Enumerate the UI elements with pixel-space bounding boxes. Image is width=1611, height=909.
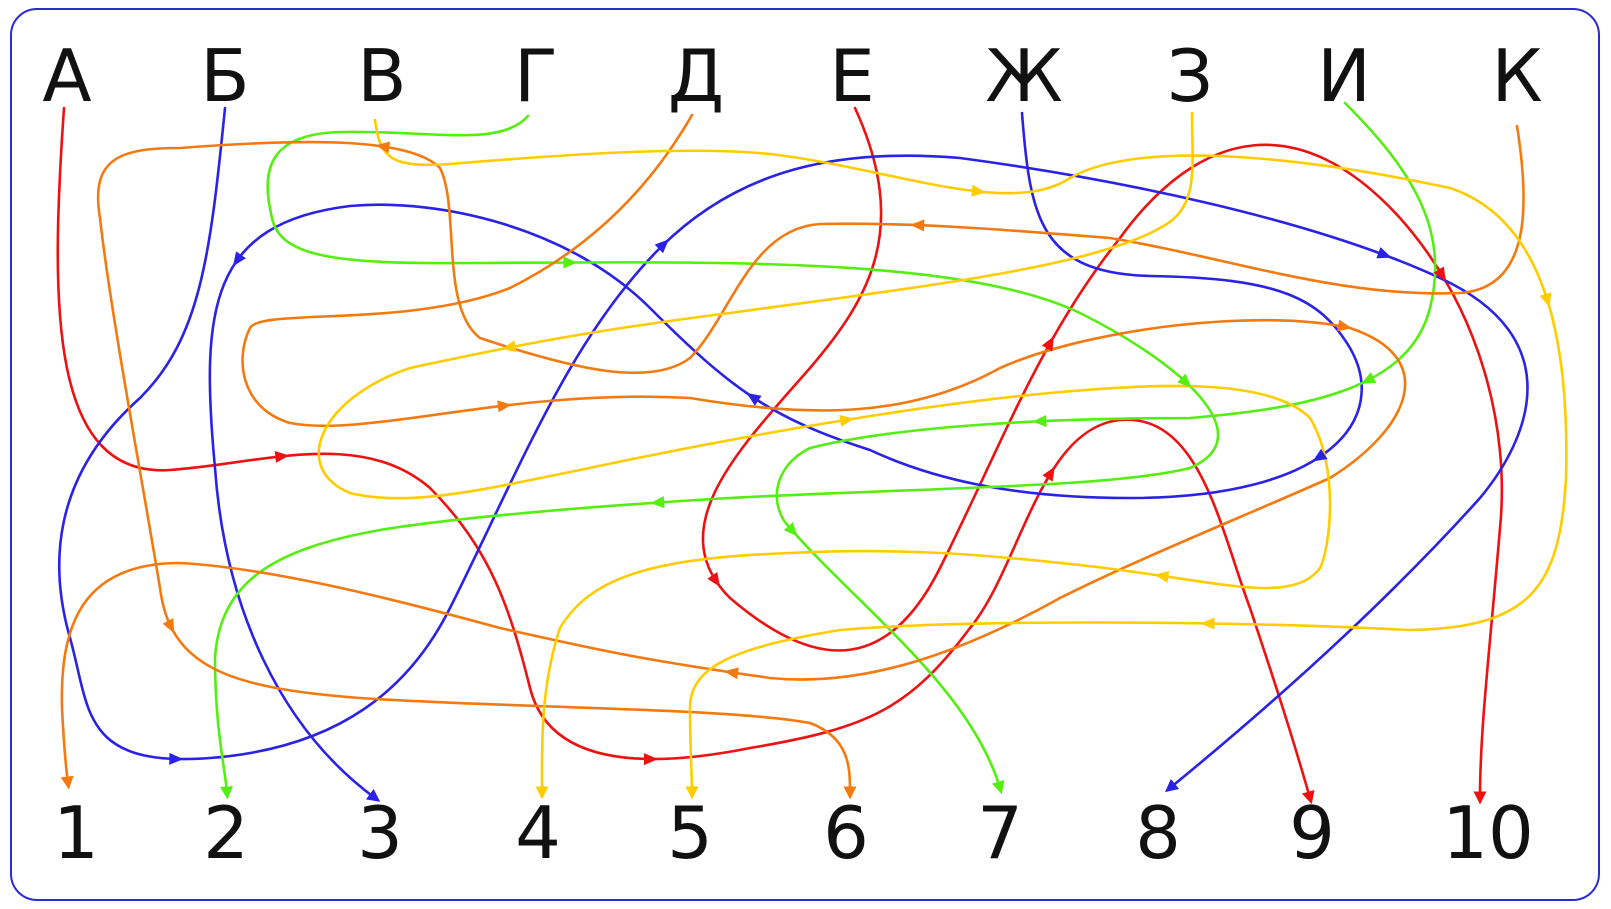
route-arrowhead: [1177, 373, 1192, 388]
route-arrowhead: [169, 752, 184, 765]
bottom-label-3: 3: [357, 791, 403, 875]
route-arrowhead: [1539, 292, 1552, 308]
route-d: [60, 113, 1407, 790]
frame-border: [10, 8, 1600, 901]
top-label-v: В: [357, 34, 406, 118]
route-arrowhead: [274, 450, 290, 463]
route-arrowhead: [971, 184, 986, 197]
route-arrowhead: [1336, 319, 1352, 332]
route-arrowhead: [643, 753, 658, 766]
bottom-labels-row: 1 2 3 4 5 6 7 8 9 10: [53, 791, 1534, 875]
route-arrowhead: [724, 667, 739, 680]
routes-layer: [56, 101, 1568, 805]
route-arrowhead: [563, 256, 578, 269]
bottom-label-6: 6: [823, 791, 869, 875]
tangled-lines-puzzle: А Б В Г Д Е Ж З И К 1 2 3 4 5 6 7 8 9 10: [10, 8, 1600, 901]
top-label-d: Д: [668, 34, 724, 118]
top-label-i: И: [1317, 34, 1371, 118]
route-arrowhead: [910, 219, 925, 232]
route-i: [775, 101, 1437, 795]
route-arrowheads: [162, 141, 1552, 766]
route-arrowhead: [501, 340, 517, 353]
route-arrowhead: [1200, 617, 1215, 630]
route-g: [213, 114, 1220, 800]
puzzle-frame: А Б В Г Д Е Ж З И К 1 2 3 4 5 6 7 8 9 10: [10, 8, 1600, 901]
route-arrowhead: [650, 496, 665, 509]
route-v: [373, 118, 1568, 800]
route-arrowhead: [783, 522, 798, 537]
route-arrowhead: [1042, 466, 1055, 482]
route-arrowhead: [654, 239, 669, 254]
bottom-label-7: 7: [977, 791, 1023, 875]
top-label-g: Г: [514, 34, 558, 118]
bottom-label-2: 2: [203, 791, 249, 875]
bottom-label-4: 4: [515, 791, 561, 875]
top-label-z: З: [1167, 34, 1213, 118]
route-zh: [208, 111, 1363, 802]
bottom-label-10: 10: [1442, 791, 1534, 875]
top-label-zh: Ж: [985, 34, 1063, 118]
bottom-label-9: 9: [1289, 791, 1335, 875]
route-arrowhead: [746, 393, 762, 406]
route-arrowhead: [1032, 414, 1047, 427]
route-arrowhead: [1376, 247, 1392, 259]
top-labels-row: А Б В Г Д Е Ж З И К: [42, 34, 1542, 118]
route-arrowhead: [1312, 448, 1328, 462]
route-a: [56, 106, 1315, 805]
route-arrowhead: [1154, 570, 1170, 583]
route-arrowhead: [497, 400, 512, 413]
route-arrowhead: [232, 251, 246, 267]
bottom-label-5: 5: [667, 791, 713, 875]
route-arrowhead: [707, 572, 721, 587]
route-arrowhead: [839, 414, 855, 427]
top-label-k: К: [1491, 34, 1542, 118]
route-arrowhead: [162, 618, 175, 634]
bottom-label-1: 1: [53, 791, 99, 875]
route-arrowhead: [1433, 266, 1446, 282]
top-label-a: А: [42, 34, 91, 118]
top-label-e: Е: [829, 34, 875, 118]
route-arrowhead: [1361, 372, 1377, 384]
route-arrowhead: [375, 141, 391, 154]
route-arrowhead: [1041, 336, 1054, 352]
route-z: [317, 111, 1332, 800]
bottom-label-8: 8: [1135, 791, 1181, 875]
route-b: [58, 106, 1529, 793]
top-label-b: Б: [200, 34, 249, 118]
